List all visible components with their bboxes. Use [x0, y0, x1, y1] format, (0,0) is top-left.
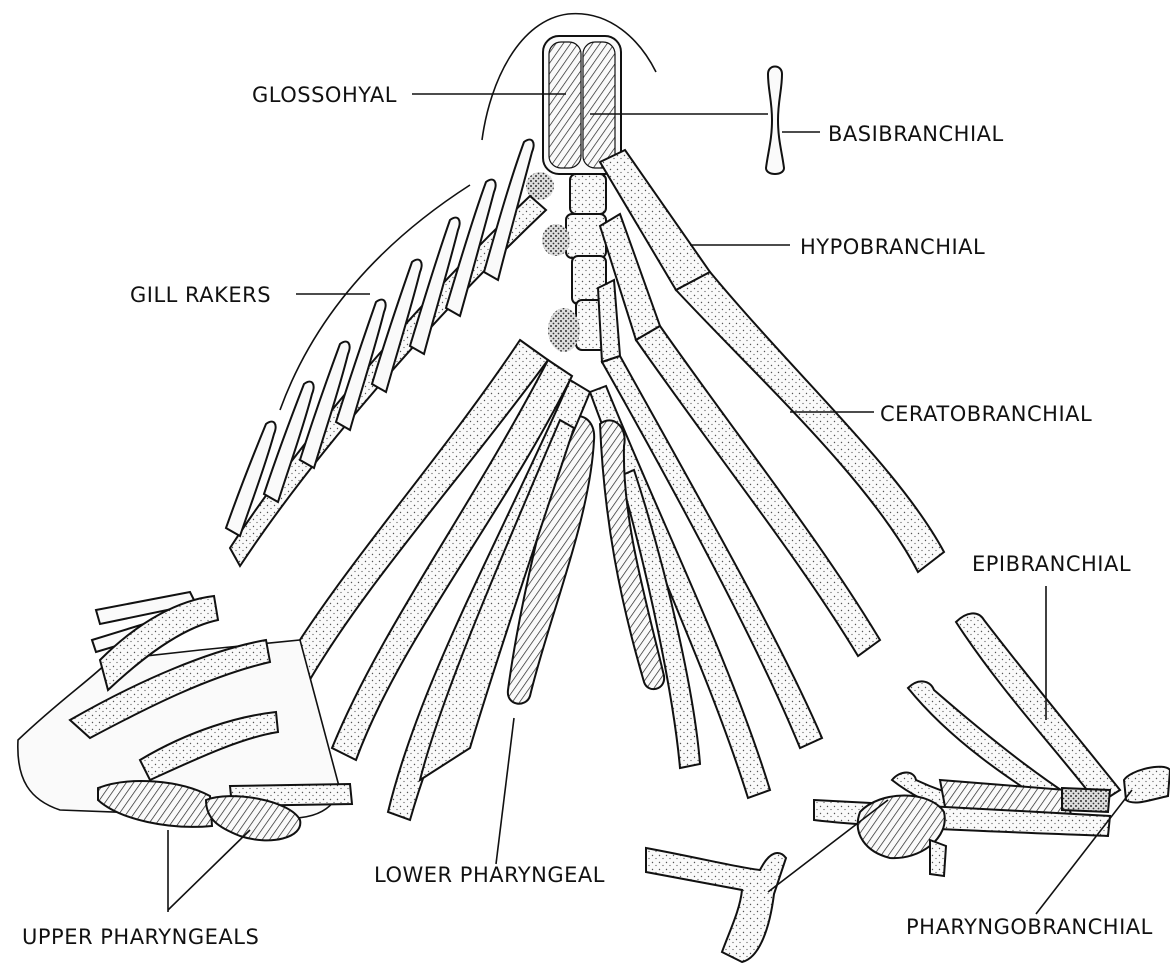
upper-pharyngeal-group [18, 592, 352, 840]
glossohyal-bone [543, 36, 621, 174]
label-upper-pharyngeals: UPPER PHARYNGEALS [22, 925, 259, 949]
label-basibranchial: BASIBRANCHIAL [828, 122, 1004, 146]
label-epibranchial: EPIBRANCHIAL [972, 552, 1131, 576]
label-lower-pharyngeal: LOWER PHARYNGEAL [374, 863, 605, 887]
basibranchial-chain [526, 172, 608, 352]
label-gill-rakers: GILL RAKERS [130, 283, 271, 307]
label-pharyngobranchial: PHARYNGOBRANCHIAL [906, 915, 1153, 939]
label-hypobranchial: HYPOBRANCHIAL [800, 235, 985, 259]
basibranchial-bone [766, 67, 784, 175]
label-ceratobranchial: CERATOBRANCHIAL [880, 402, 1092, 426]
label-glossohyal: GLOSSOHYAL [252, 83, 397, 107]
